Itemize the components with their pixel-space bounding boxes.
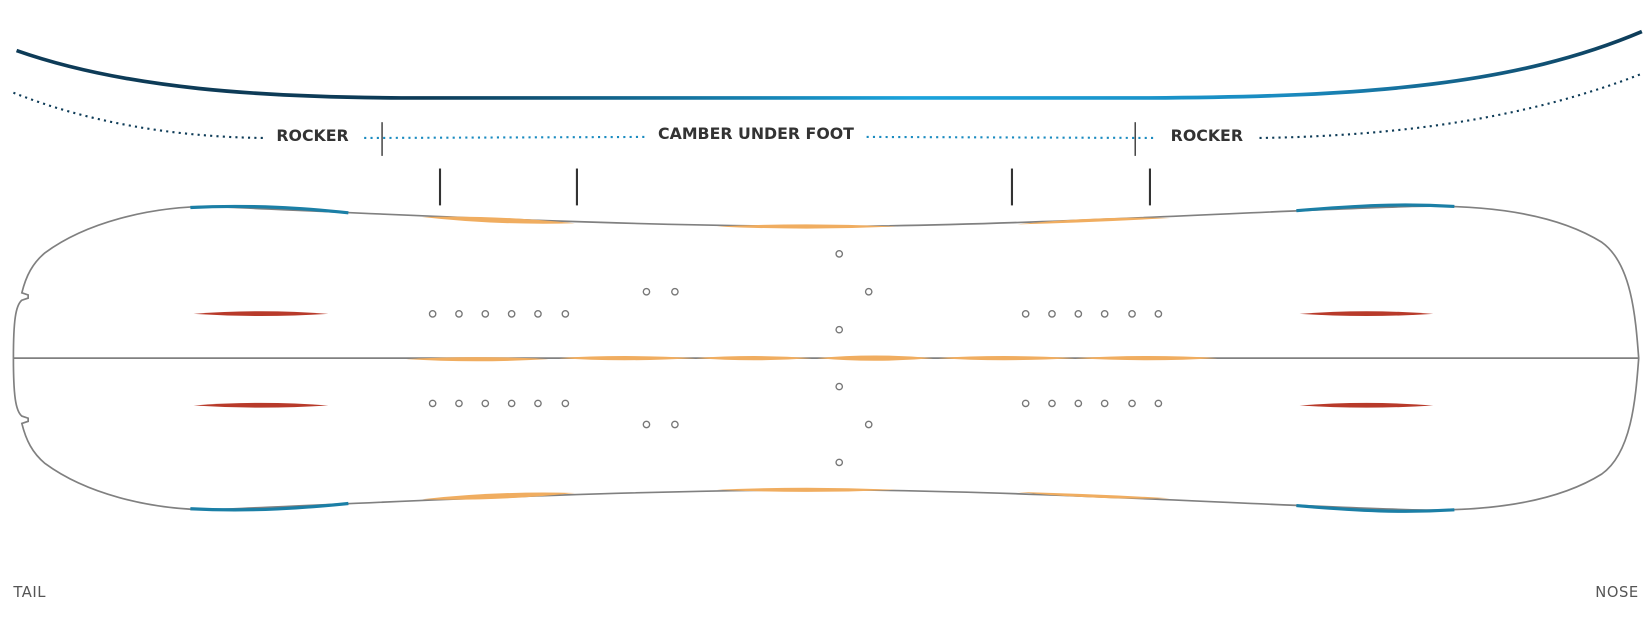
binding-zone-markers — [438, 168, 1152, 206]
binding-insert-holes — [428, 250, 1163, 467]
rocker-tail-label: ROCKER — [276, 126, 348, 145]
nose-rocker-dotted-line — [1259, 72, 1643, 140]
camber-dotted-line — [364, 135, 1157, 140]
nose-label: NOSE — [1595, 584, 1638, 601]
skin-tip-slots — [193, 311, 1434, 408]
tail-rocker-dotted-line — [13, 91, 265, 140]
rocker-nose-label: ROCKER — [1171, 126, 1243, 145]
tail-label: TAIL — [12, 584, 46, 601]
blue-edge-segments — [190, 203, 1455, 513]
orange-edge-lenses — [406, 216, 1218, 500]
camber-label: CAMBER UNDER FOOT — [658, 124, 854, 143]
profile-curve — [15, 29, 1643, 100]
